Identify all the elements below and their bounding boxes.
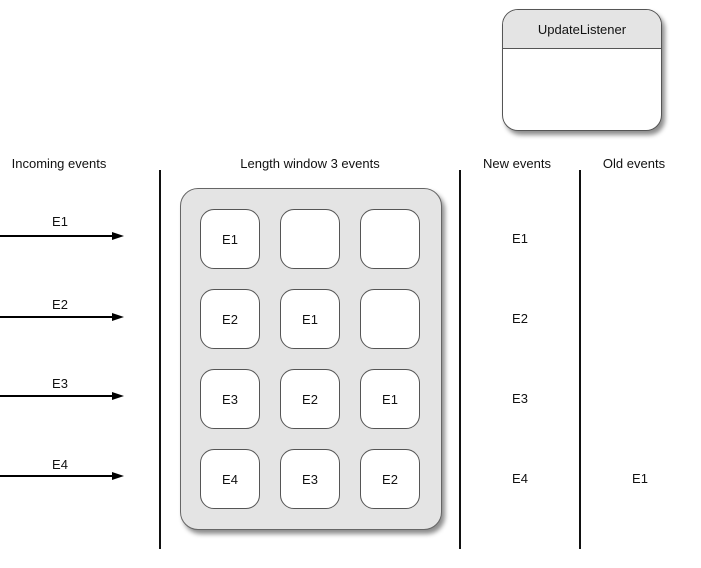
incoming-arrow (0, 392, 124, 400)
incoming-arrow (0, 472, 124, 480)
old-event-label: E1 (632, 471, 648, 486)
window-slot: E2 (200, 289, 260, 349)
separator-right (579, 170, 581, 549)
header-new-events: New events (483, 156, 551, 171)
separator-middle (459, 170, 461, 549)
window-slot: E2 (360, 449, 420, 509)
new-event-label: E2 (512, 311, 528, 326)
window-slot: E1 (200, 209, 260, 269)
window-slot: E1 (360, 369, 420, 429)
window-slot (360, 209, 420, 269)
incoming-event-label: E4 (52, 457, 68, 472)
incoming-arrow (0, 232, 124, 240)
window-slot: E3 (200, 369, 260, 429)
header-length-window: Length window 3 events (240, 156, 380, 171)
window-slot: E1 (280, 289, 340, 349)
window-slot (280, 209, 340, 269)
window-slot: E3 (280, 449, 340, 509)
new-event-label: E3 (512, 391, 528, 406)
new-event-label: E4 (512, 471, 528, 486)
incoming-event-label: E1 (52, 214, 68, 229)
incoming-arrow (0, 313, 124, 321)
incoming-event-label: E3 (52, 376, 68, 391)
header-old-events: Old events (602, 156, 666, 171)
incoming-event-label: E2 (52, 297, 68, 312)
window-slot (360, 289, 420, 349)
header-incoming-events: Incoming events (11, 156, 107, 171)
window-slot: E4 (200, 449, 260, 509)
new-event-label: E1 (512, 231, 528, 246)
separator-left (159, 170, 161, 549)
update-listener-box: UpdateListener (502, 9, 662, 131)
update-listener-title: UpdateListener (503, 10, 661, 49)
window-slot: E2 (280, 369, 340, 429)
